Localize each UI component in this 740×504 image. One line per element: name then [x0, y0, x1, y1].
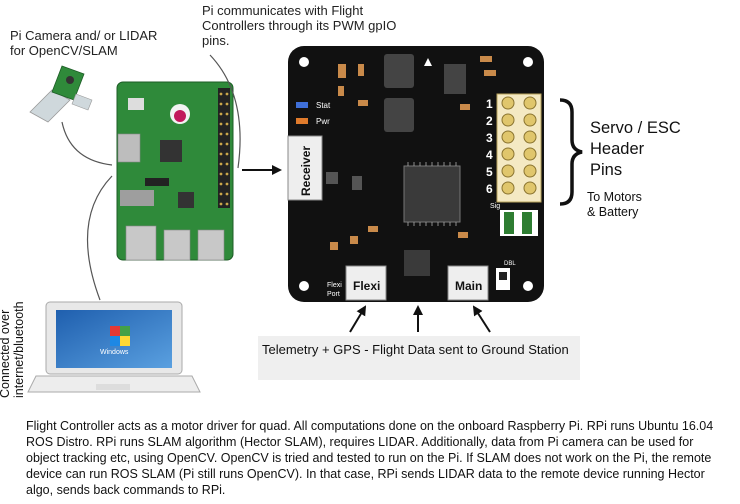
to-motors-line1: To Motors — [587, 190, 642, 204]
pin-number-6: 6 — [486, 182, 493, 196]
pi-camera-label-line1: Pi Camera and/ or LIDAR — [10, 28, 158, 43]
pi-comm-label-line2: Controllers through its PWM gpIO — [202, 18, 397, 33]
laptop: Windows — [27, 301, 201, 393]
flexi-port-caption-line2: Port — [327, 291, 340, 298]
receiver-port-label: Receiver — [299, 146, 313, 196]
to-motors-label: To Motors & Battery — [587, 190, 642, 220]
flight-controller-board: Stat Pwr Receiver 1 2 3 4 — [287, 46, 544, 302]
pin-number-3: 3 — [486, 131, 493, 145]
laptop-to-pi-line — [86, 175, 113, 301]
pi-camera-label-line2: for OpenCV/SLAM — [10, 43, 118, 58]
servo-header-line3: Pins — [590, 161, 623, 179]
label-to-gpio-line — [209, 54, 241, 169]
pin-number-4: 4 — [486, 148, 493, 162]
pi-comm-label-line1: Pi communicates with Flight — [202, 3, 364, 18]
connected-line1: Connected over — [0, 309, 12, 398]
dbl-label: DBL — [504, 261, 516, 267]
pin-number-2: 2 — [486, 114, 493, 128]
servo-header-line1: Servo / ESC — [590, 119, 681, 137]
stat-led-label: Stat — [316, 101, 331, 110]
laptop-screen-text: Windows — [100, 349, 129, 356]
pi-comm-label-line3: pins. — [202, 33, 230, 48]
connected-line2: internet/bluetooth — [12, 301, 26, 398]
telemetry-arrow-right — [472, 305, 491, 333]
pin-number-1: 1 — [486, 97, 493, 111]
connected-label: Connected over internet/bluetooth — [0, 278, 26, 398]
servo-header-label: Servo / ESC Header Pins — [590, 118, 681, 181]
main-port-label: Main — [455, 279, 482, 293]
flexi-port-label: Flexi — [353, 279, 380, 293]
telemetry-arrow-left — [349, 305, 367, 333]
servo-brace — [559, 98, 583, 206]
camera-to-pi-line — [61, 121, 113, 166]
sig-label: Sig — [490, 203, 500, 210]
telemetry-box: Telemetry + GPS - Flight Data sent to Gr… — [258, 336, 580, 380]
raspberry-pi-board — [116, 81, 234, 261]
pwr-led-label: Pwr — [316, 117, 330, 126]
pin-number-5: 5 — [486, 165, 493, 179]
pi-comm-label: Pi communicates with Flight Controllers … — [202, 3, 396, 48]
flexi-port-caption-line1: Flexi — [327, 282, 342, 289]
to-motors-line2: & Battery — [587, 205, 639, 219]
pi-camera-module — [29, 65, 93, 123]
pi-camera-label: Pi Camera and/ or LIDAR for OpenCV/SLAM — [10, 28, 157, 58]
servo-header-line2: Header — [590, 140, 645, 158]
caption-text: Flight Controller acts as a motor driver… — [26, 419, 714, 497]
